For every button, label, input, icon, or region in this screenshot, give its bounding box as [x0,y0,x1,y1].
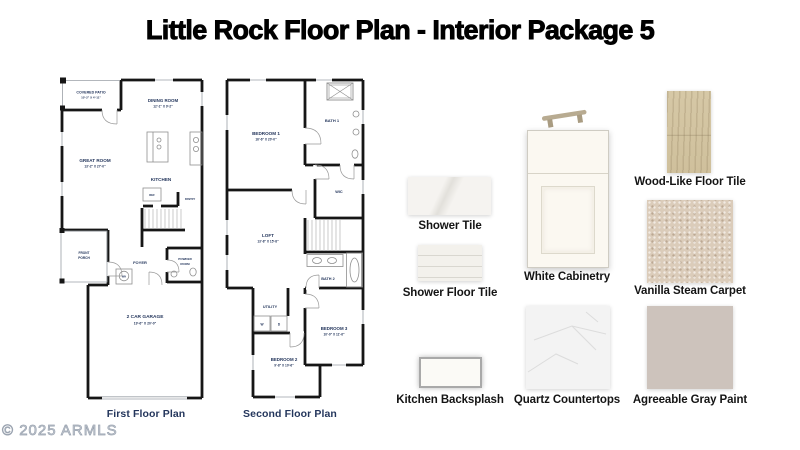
room-label-bath1: BATH 1 [325,118,340,123]
label-washer: W [260,323,263,327]
first-floor-plan: COVERED PATIO 10'-2" X 4'-11" DINING ROO… [59,77,204,400]
white-cabinetry-label: White Cabinetry [523,271,611,283]
label-dryer: D [278,323,281,327]
agreeable-gray-paint-swatch [647,306,733,389]
door-swing-icons [101,109,180,286]
quartz-veins-icon [527,311,607,373]
agreeable-gray-paint-label: Agreeable Gray Paint [632,394,748,406]
stairs-icon [144,209,182,228]
white-cabinetry-swatch [527,130,609,268]
room-label-utility: UTILITY [263,305,278,309]
shower-icon [326,82,354,101]
room-label-wic: WIC [335,190,343,194]
room-label-powder-1: POWDER [178,257,192,261]
wall-openings [225,78,365,399]
room-dims-loft: 13'-8" X 15'-8" [257,240,279,244]
corner-posts [59,77,66,284]
shower-floor-tile-label: Shower Floor Tile [402,287,498,299]
room-label-dining-room: DINING ROOM [148,98,179,103]
room-label-bedroom1: BEDROOM 1 [252,131,280,136]
quartz-countertops-label: Quartz Countertops [513,394,621,406]
room-label-wh: WH [122,275,126,279]
vanilla-steam-carpet-label: Vanilla Steam Carpet [634,285,746,297]
armls-watermark: © 2025 ARMLS [2,422,118,440]
room-label-pantry: PANTRY [185,197,196,201]
wood-floor-tile-swatch [667,91,711,173]
first-floor-caption: First Floor Plan [106,408,186,420]
cabinet-door-panel [541,186,595,254]
cabinet-drawer-divider [528,173,608,174]
second-floor-caption: Second Floor Plan [243,408,337,420]
wall-openings [60,78,204,400]
room-label-bath2: BATH 2 [321,277,334,281]
room-label-loft: LOFT [262,233,274,238]
room-label-front-porch-1: FRONT [79,251,90,255]
room-label-covered-patio: COVERED PATIO [76,91,105,95]
quartz-countertops-swatch [526,306,610,389]
room-dims-bedroom2: 9'-8" X 10'-6" [274,364,294,368]
shower-floor-tile-swatch [418,245,482,281]
kitchen-backsplash-label: Kitchen Backsplash [396,394,504,406]
room-label-bedroom3: BEDROOM 3 [321,326,348,331]
room-label-garage: 2 CAR GARAGE [127,314,165,320]
room-label-kitchen: KITCHEN [151,177,172,182]
cabinet-handle-icon [541,109,587,128]
shower-tile-swatch [408,177,491,215]
window-marks [226,79,364,398]
first-floor-walls [60,78,204,400]
kitchen-island-icon [115,131,203,285]
room-dims-bedroom3: 10'-0" X 11'-6" [323,333,345,337]
kitchen-backsplash-swatch [419,357,482,388]
room-label-front-porch-2: PORCH [78,256,90,260]
room-label-bedroom2: BEDROOM 2 [271,357,298,362]
page-title: Little Rock Floor Plan - Interior Packag… [145,15,655,46]
second-floor-walls [225,78,365,399]
room-dims-great-room: 13'-2" X 27'-0" [84,165,106,169]
window-marks [60,79,203,400]
room-dims-garage: 19'-6" X 20'-0" [134,322,157,326]
room-dims-bedroom1: 16'-6" X 20'-0" [255,138,277,142]
room-dims-dining-room: 12'-1" X 9'-2" [153,105,173,109]
second-floor-labels: BEDROOM 1 16'-6" X 20'-0" BATH 1 WIC LOF… [252,118,348,368]
bath-fixture-icons [253,110,363,332]
wood-floor-tile-label: Wood-Like Floor Tile [634,176,746,188]
room-label-great-room: GREAT ROOM [79,158,110,163]
first-floor-labels: COVERED PATIO 10'-2" X 4'-11" DINING ROO… [76,91,195,326]
stairs-icon [307,220,341,251]
room-label-ref: REF [149,193,155,197]
door-swing-icons [289,127,355,348]
room-dims-covered-patio: 10'-2" X 4'-11" [81,96,101,100]
room-label-foyer: FOYER [133,260,147,265]
shower-tile-label: Shower Tile [418,220,482,232]
vanilla-steam-carpet-swatch [647,200,733,283]
second-floor-plan: BEDROOM 1 16'-6" X 20'-0" BATH 1 WIC LOF… [225,78,365,399]
room-label-powder-2: ROOM [180,262,190,266]
